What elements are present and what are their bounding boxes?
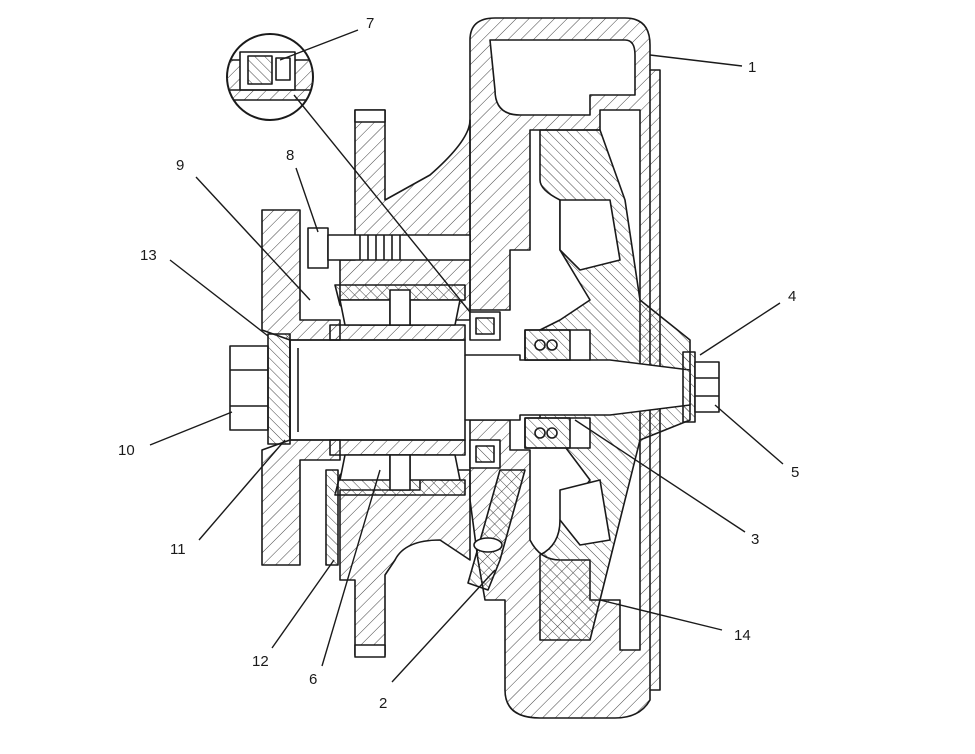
callout-12: 12 xyxy=(252,653,269,670)
impeller-vane-upper xyxy=(559,199,621,271)
callout-8: 8 xyxy=(286,147,295,164)
callout-7: 7 xyxy=(366,15,375,32)
flange-lip-upper xyxy=(354,109,386,123)
callout-2: 2 xyxy=(379,695,388,712)
impeller-vane-lower xyxy=(559,479,611,546)
bolt-head xyxy=(307,227,329,269)
callout-1: 1 xyxy=(748,59,757,76)
callout-14: 14 xyxy=(734,627,751,644)
washer-13 xyxy=(267,333,291,445)
mounting-flange-lower xyxy=(339,469,471,656)
shaft-nut xyxy=(229,345,269,431)
callout-13: 13 xyxy=(140,247,157,264)
callout-9: 9 xyxy=(176,157,185,174)
bolt-thread xyxy=(359,235,401,260)
roller-elements xyxy=(339,289,461,491)
bearing-inner-race-upper xyxy=(329,324,466,341)
leader-lines xyxy=(149,29,784,683)
callout-10: 10 xyxy=(118,442,135,459)
callout-6: 6 xyxy=(309,671,318,688)
gasket xyxy=(325,469,339,566)
callout-11: 11 xyxy=(170,541,186,558)
callout-4: 4 xyxy=(788,288,797,305)
flange-lip-lower xyxy=(354,644,386,658)
bolt-shank xyxy=(327,234,471,261)
seal-detail-view xyxy=(226,33,314,121)
impeller-nut xyxy=(694,361,720,413)
bearing-inner-race-lower xyxy=(329,439,466,456)
callout-5: 5 xyxy=(791,464,800,481)
impeller-washer xyxy=(682,351,696,423)
housing-inner-cavity xyxy=(489,39,636,116)
callout-3: 3 xyxy=(751,531,760,548)
